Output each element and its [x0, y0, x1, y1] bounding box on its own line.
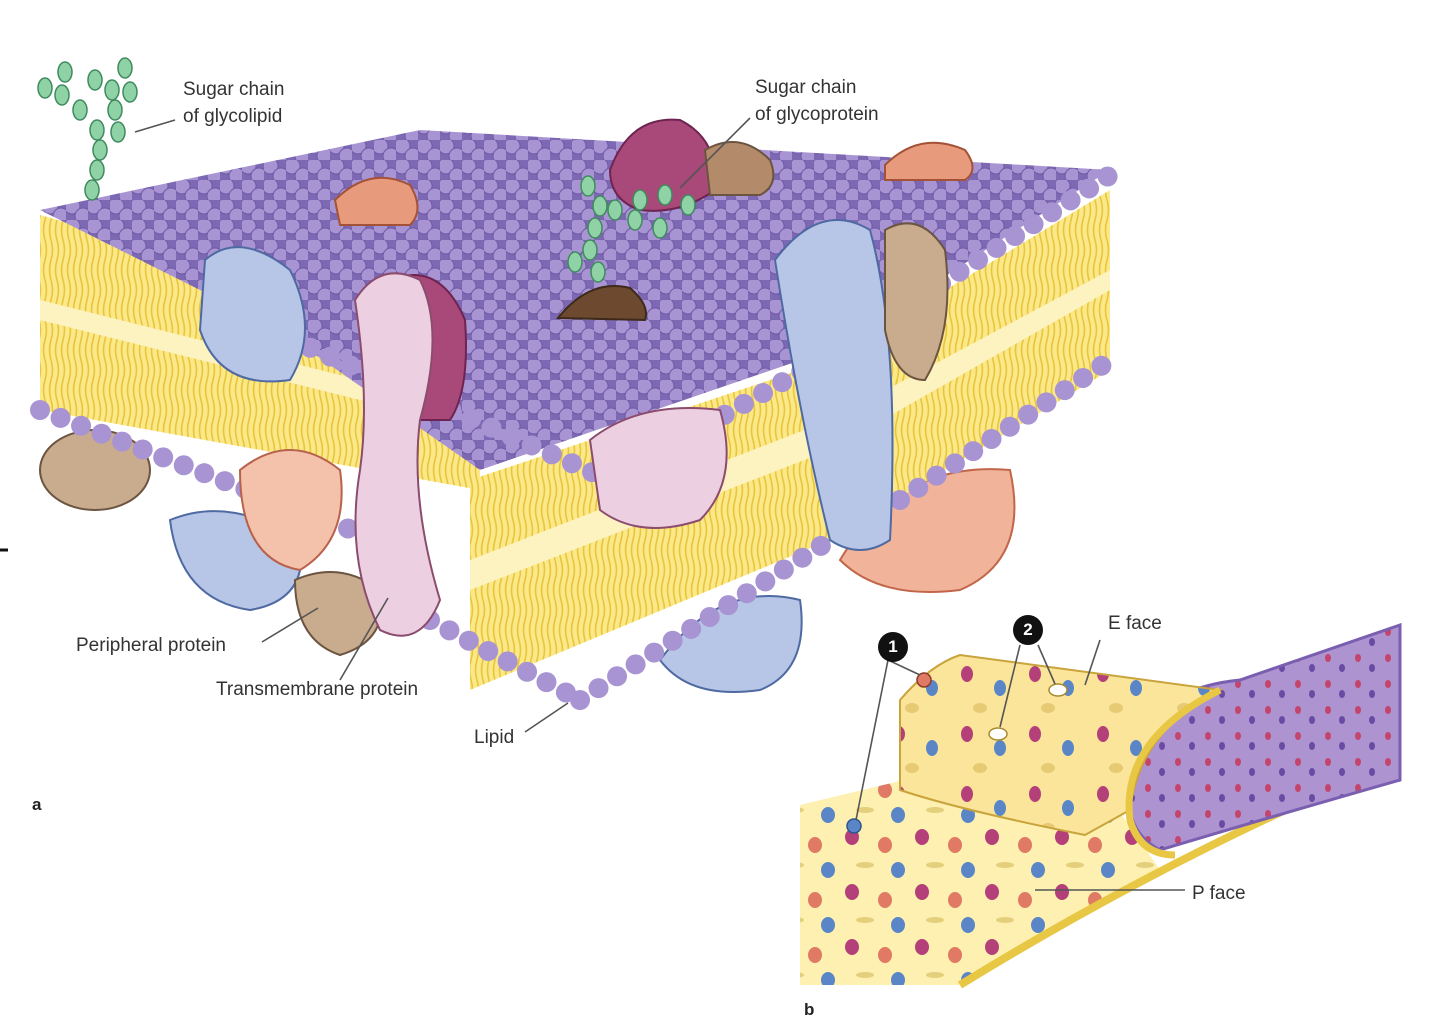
protein-lower-left: [39, 429, 151, 511]
head-row-bottom-front: [420, 610, 590, 710]
protein-blue-right-tall: [773, 219, 894, 551]
label-glycolipid-line1: Sugar chain: [183, 79, 285, 100]
protein-dark-brown-surface: [555, 285, 647, 322]
protein-brown-lower: [293, 571, 383, 657]
sugar-chain-glycolipid: [37, 57, 138, 201]
protein-blue-left: [198, 246, 306, 383]
label-glycoprotein-line1: Sugar chain: [755, 77, 857, 98]
e-face-surface: [899, 653, 1224, 837]
protein-orange-left: [238, 449, 343, 572]
sugar-chain-glycoprotein: [567, 175, 696, 283]
label-transmembrane-protein: Transmembrane protein: [216, 679, 419, 700]
marker-one-particle: [916, 672, 932, 688]
transmembrane-protein-pink: [353, 272, 442, 637]
label-sugar-chain-glycolipid: Sugar chain of glycolipid: [183, 76, 284, 130]
leader-lines-b: [855, 639, 1185, 891]
protein-orange-top-left: [333, 176, 419, 226]
label-e-face: E face: [1108, 613, 1162, 634]
leader-lines-a: [134, 117, 751, 733]
label-glycoprotein-line2: of glycoprotein: [755, 104, 879, 125]
label-lipid: Lipid: [474, 727, 515, 748]
protein-orange-top-right: [884, 141, 974, 181]
e-face-curl: [1125, 686, 1222, 859]
marker-two-pit-second: [1048, 683, 1068, 697]
head-row-mid-right: [890, 350, 1120, 510]
marker-one: 1: [878, 632, 908, 662]
label-sugar-chain-glycoprotein: Sugar chain of glycoprotein: [755, 74, 879, 128]
marker-one-particle-lower: [846, 818, 862, 834]
panel-label-b: b: [804, 1000, 815, 1019]
marker-two-pit: [988, 727, 1008, 741]
head-row-right-edge: [820, 165, 1120, 365]
membrane-block: [30, 57, 1120, 710]
head-row-bottom-right: [570, 530, 840, 710]
protein-brown-right: [884, 222, 949, 382]
label-glycolipid-line2: of glycolipid: [183, 106, 283, 127]
marker-two: 2: [1013, 615, 1043, 645]
label-p-face: P face: [1192, 883, 1246, 904]
freeze-fracture-diagram: [800, 622, 1402, 989]
panel-label-a: a: [32, 795, 42, 814]
protein-pink-right: [588, 407, 728, 529]
label-peripheral-protein: Peripheral protein: [76, 635, 226, 656]
purple-tube: [1126, 622, 1402, 852]
